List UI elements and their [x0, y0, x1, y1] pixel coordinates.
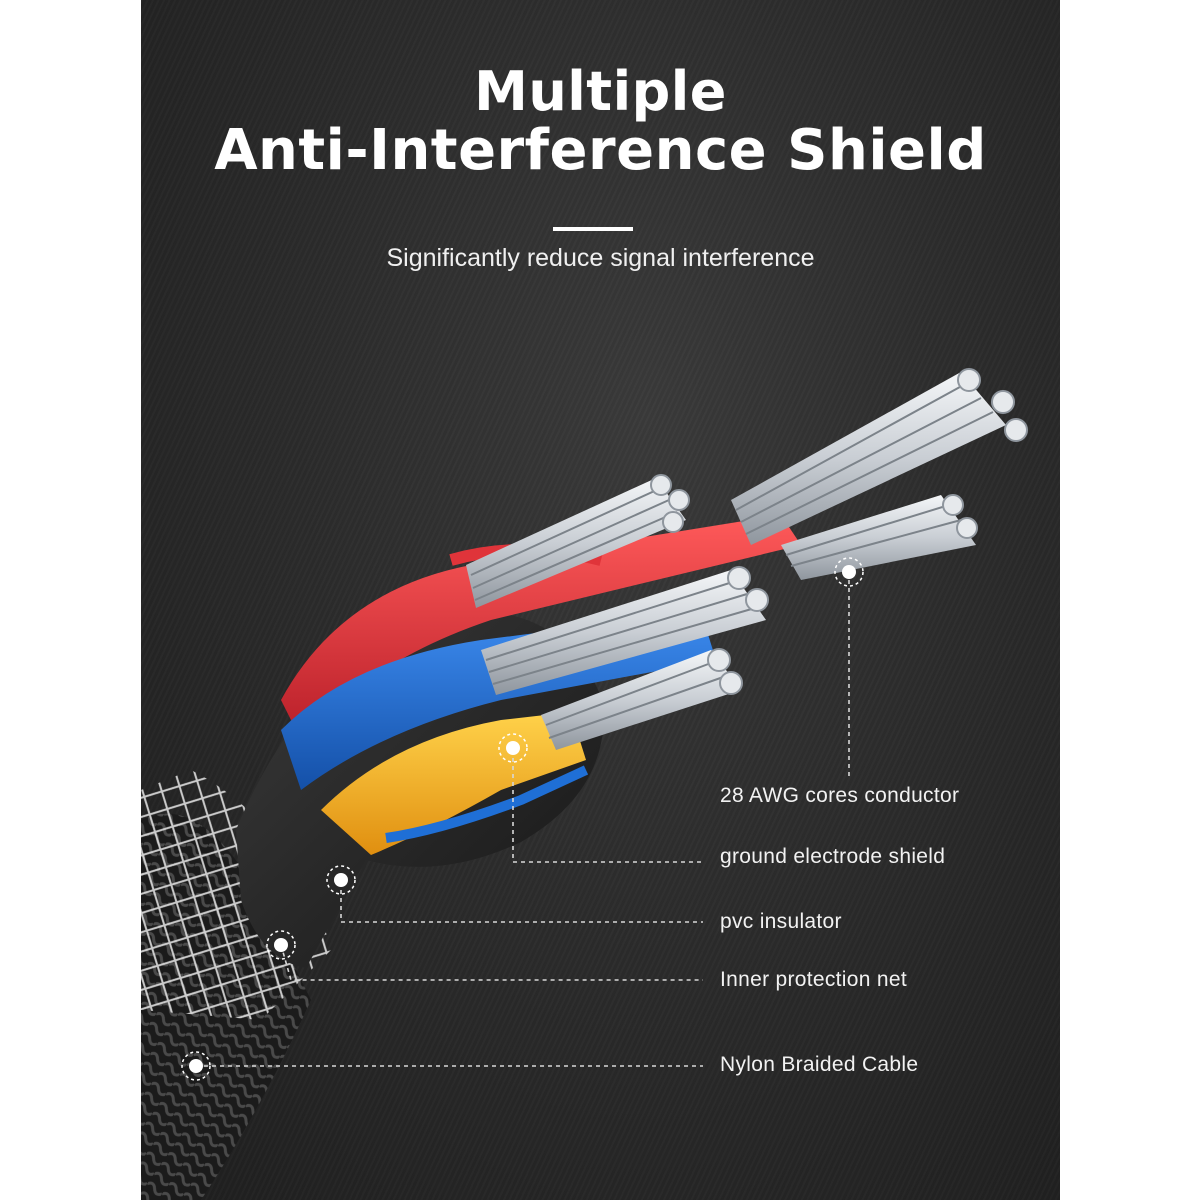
product-image-panel: Multiple Anti-Interference Shield Signif…: [141, 0, 1060, 1200]
leader-pvc: [340, 882, 703, 923]
conductor-strands-4: [481, 566, 769, 695]
title-divider: [553, 227, 633, 231]
marker-inner-net: [266, 930, 296, 960]
marker-nylon: [181, 1051, 211, 1081]
red-wire: [281, 515, 801, 740]
headline-line-1: Multiple: [474, 60, 727, 123]
label-nylon-braid: Nylon Braided Cable: [720, 1053, 919, 1076]
conductor-strands-2: [731, 368, 1028, 545]
label-ground-shield: ground electrode shield: [720, 845, 946, 868]
leader-inner-net: [280, 944, 703, 981]
marker-pvc: [326, 865, 356, 895]
leader-ground-shield: [512, 750, 703, 863]
conductor-strands-3: [781, 494, 978, 580]
marker-conductor: [834, 557, 864, 587]
cable-cross-section-illustration: [141, 368, 1028, 1200]
headline-line-2: Anti-Interference Shield: [214, 118, 987, 183]
label-conductor: 28 AWG cores conductor: [720, 784, 960, 807]
label-inner-net: Inner protection net: [720, 968, 907, 991]
conductor-strands-5: [541, 648, 743, 750]
subtitle: Significantly reduce signal interference: [386, 244, 815, 272]
marker-ground-shield: [498, 733, 528, 763]
conductor-strands-1: [466, 474, 690, 608]
label-pvc-insulator: pvc insulator: [720, 910, 842, 933]
